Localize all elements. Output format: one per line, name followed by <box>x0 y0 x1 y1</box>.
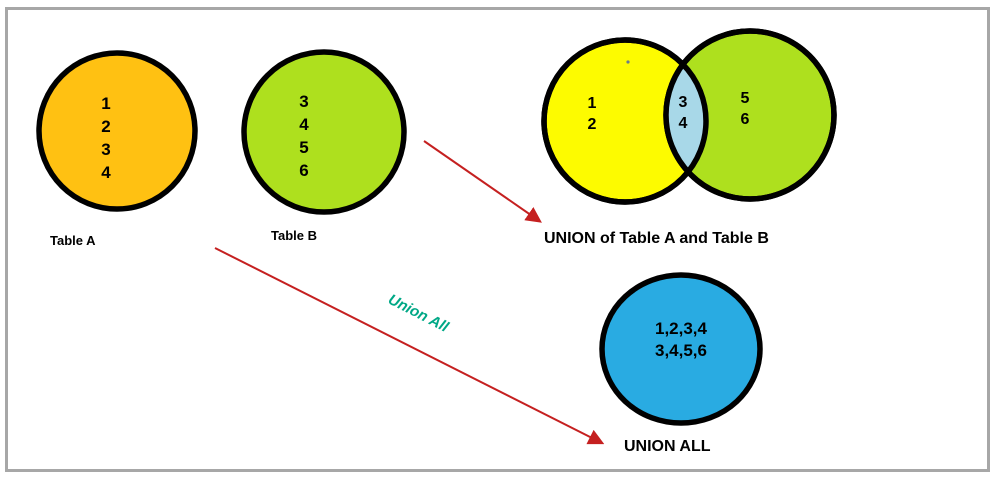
table-a-value: 2 <box>101 117 111 136</box>
table-a-value: 3 <box>101 140 111 159</box>
table-b-value: 6 <box>299 161 309 180</box>
stray-dot <box>626 60 630 64</box>
union-right-values: 5 6 <box>725 88 765 130</box>
table-a-value: 1 <box>101 94 111 113</box>
union-overlap-value: 4 <box>678 115 688 132</box>
union-left-value: 2 <box>587 116 597 133</box>
union-overlap-lens <box>666 64 707 172</box>
union-all-value: 3,4,5,6 <box>655 341 707 360</box>
table-a-values: 1 2 3 4 <box>86 92 126 184</box>
union-label: UNION of Table A and Table B <box>544 230 769 247</box>
table-a-circle <box>36 50 198 212</box>
table-b-circle <box>241 49 407 215</box>
union-right-circle-outline <box>663 28 837 202</box>
table-b-values: 3 4 5 6 <box>284 90 324 182</box>
union-all-value: 1,2,3,4 <box>655 319 707 338</box>
union-right-value: 5 <box>740 90 750 107</box>
union-overlap-value: 3 <box>678 94 688 111</box>
table-b-value: 4 <box>299 115 309 134</box>
union-all-arrow <box>214 247 605 445</box>
union-arrow <box>423 140 542 223</box>
union-all-circle <box>599 272 763 426</box>
union-left-circle-outline <box>541 37 709 205</box>
union-right-value: 6 <box>740 111 750 128</box>
union-left-values: 1 2 <box>572 93 612 135</box>
table-b-value: 3 <box>299 92 309 111</box>
table-a-label: Table A <box>50 233 96 248</box>
union-overlap-values: 3 4 <box>663 92 703 134</box>
union-left-value: 1 <box>587 95 597 112</box>
table-a-value: 4 <box>101 163 111 182</box>
union-all-values: 1,2,3,4 3,4,5,6 <box>611 318 751 362</box>
table-b-value: 5 <box>299 138 309 157</box>
table-b-label: Table B <box>271 228 317 243</box>
union-all-label: UNION ALL <box>624 438 711 455</box>
